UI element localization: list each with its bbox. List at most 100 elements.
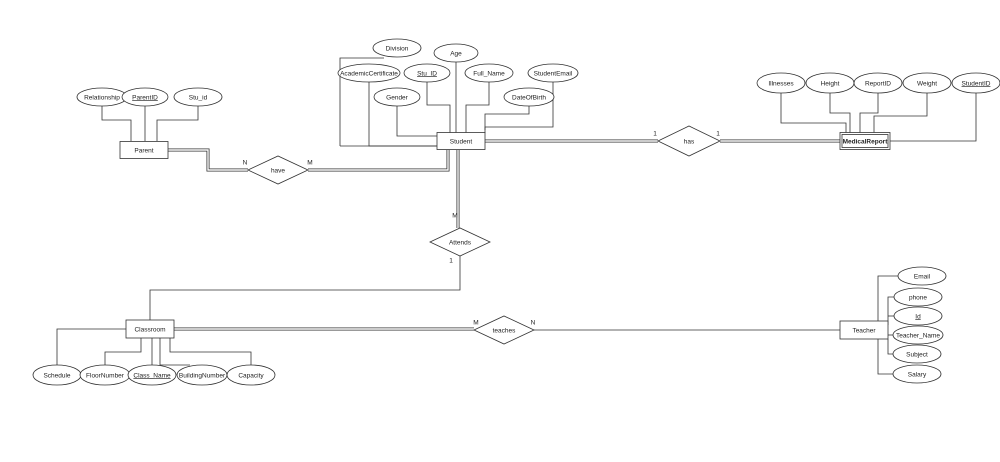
attribute-stu-id[interactable]: Stu_ID (403, 63, 451, 83)
attribute-gender[interactable]: Gender (373, 87, 421, 107)
connector-line (780, 93, 847, 133)
attribute-salary[interactable]: Salary (892, 364, 942, 384)
attribute-label: ReportID (865, 80, 891, 87)
entity-classroom[interactable]: Classroom (125, 319, 175, 339)
relationship-label: have (271, 167, 285, 174)
attribute-label: Stu_id (189, 94, 208, 101)
connector-line (101, 106, 132, 141)
connector-line (829, 93, 851, 133)
attribute-class-name[interactable]: Class_Name (127, 364, 177, 386)
cardinality-label: N (531, 319, 536, 326)
attribute-label: Full_Name (473, 70, 505, 77)
attribute-schedule[interactable]: Schedule (32, 364, 82, 386)
attribute-subject[interactable]: Subject (892, 344, 942, 364)
connector-line (396, 106, 437, 137)
attribute-phone[interactable]: phone (893, 287, 943, 307)
attribute-label: Email (914, 273, 931, 280)
attribute-label: Teacher_Name (896, 332, 940, 339)
entity-parent[interactable]: Parent (119, 141, 169, 159)
attribute-illnesses[interactable]: Illnesses (756, 72, 806, 94)
attribute-label: Salary (908, 371, 927, 378)
cardinality-label: 1 (716, 130, 720, 137)
attribute-label: AcademicCertificate (340, 70, 398, 77)
relationship-attends[interactable]: Attends (429, 227, 491, 257)
relationship-label: has (684, 138, 695, 145)
entity-label: MedicalReport (843, 138, 889, 145)
attribute-label: StudentEmail (534, 70, 573, 77)
attribute-division[interactable]: Division (372, 38, 422, 58)
attribute-label: DateOfBirth (512, 94, 546, 101)
cardinality-label: M (452, 212, 457, 219)
attribute-label: Id (915, 313, 921, 320)
attribute-student-email[interactable]: StudentEmail (527, 63, 579, 83)
connector-line (484, 106, 530, 130)
attribute-teacher-name[interactable]: Teacher_Name (892, 325, 944, 345)
connector-line (169, 338, 252, 365)
connector-line (56, 328, 126, 365)
cardinality-label: 1 (653, 130, 657, 137)
connector-line (873, 93, 928, 133)
attribute-student-id[interactable]: StudentID (951, 72, 1000, 94)
entity-label: Classroom (134, 326, 165, 333)
connector-line (368, 82, 437, 147)
attribute-report-id[interactable]: ReportID (853, 72, 903, 94)
attribute-label: Illnesses (768, 80, 794, 87)
cardinality-label: 1 (449, 257, 453, 264)
connector-line (465, 82, 490, 133)
entity-label: Parent (134, 147, 153, 154)
attribute-label: Schedule (43, 372, 70, 379)
attribute-label: Age (450, 50, 462, 57)
relationship-label: Attends (449, 239, 472, 246)
attribute-height[interactable]: Height (805, 72, 855, 94)
relationship-have[interactable]: have (247, 155, 309, 185)
connector-line (887, 339, 893, 355)
attribute-label: Gender (386, 94, 409, 101)
attribute-label: Subject (906, 351, 928, 358)
attribute-label: Class_Name (133, 372, 171, 379)
attribute-label: Relationship (84, 94, 120, 101)
attribute-weight[interactable]: Weight (902, 72, 952, 94)
connector-line (159, 338, 190, 366)
attribute-capacity[interactable]: Capacity (226, 364, 276, 386)
attribute-label: Height (821, 80, 840, 87)
attribute-parent-id[interactable]: ParentID (121, 87, 169, 107)
entity-medical-report[interactable]: MedicalReport (839, 132, 891, 150)
attribute-label: StudentID (962, 80, 991, 87)
attribute-age[interactable]: Age (433, 43, 479, 63)
connector-line (426, 82, 451, 133)
cardinality-label: M (307, 159, 312, 166)
cardinality-label: M (473, 319, 478, 326)
entity-label: Teacher (852, 327, 876, 334)
attribute-label: Capacity (238, 372, 264, 379)
attribute-label: BuildingNumber (179, 372, 226, 379)
attribute-date-of-birth[interactable]: DateOfBirth (503, 87, 555, 107)
attribute-parent-stu-id[interactable]: Stu_id (173, 87, 223, 107)
connector-line (104, 338, 142, 365)
connector-line (877, 275, 898, 321)
connector-line (887, 296, 894, 325)
attribute-full-name[interactable]: Full_Name (464, 63, 514, 83)
connector-line (156, 106, 199, 141)
entity-label: Student (450, 138, 473, 145)
connector-line (149, 256, 461, 320)
total-participation-line (308, 150, 450, 172)
connector-line (890, 93, 977, 142)
relationship-label: teaches (493, 327, 517, 334)
attribute-floor-number[interactable]: FloorNumber (79, 364, 131, 386)
relationship-teaches[interactable]: teaches (473, 315, 535, 345)
attribute-id[interactable]: Id (893, 306, 943, 326)
connector-line (877, 339, 893, 375)
attribute-relationship[interactable]: Relationship (76, 87, 128, 107)
entity-student[interactable]: Student (436, 132, 486, 150)
attribute-label: Stu_ID (417, 70, 437, 77)
relationship-has[interactable]: has (657, 125, 721, 157)
entity-teacher[interactable]: Teacher (839, 320, 889, 340)
attribute-label: phone (909, 294, 927, 301)
attribute-label: ParentID (132, 94, 158, 101)
attribute-building-number[interactable]: BuildingNumber (176, 364, 228, 386)
attribute-label: Weight (917, 80, 937, 87)
attribute-academic-certificate[interactable]: AcademicCertificate (337, 63, 401, 83)
attribute-email[interactable]: Email (897, 266, 947, 286)
